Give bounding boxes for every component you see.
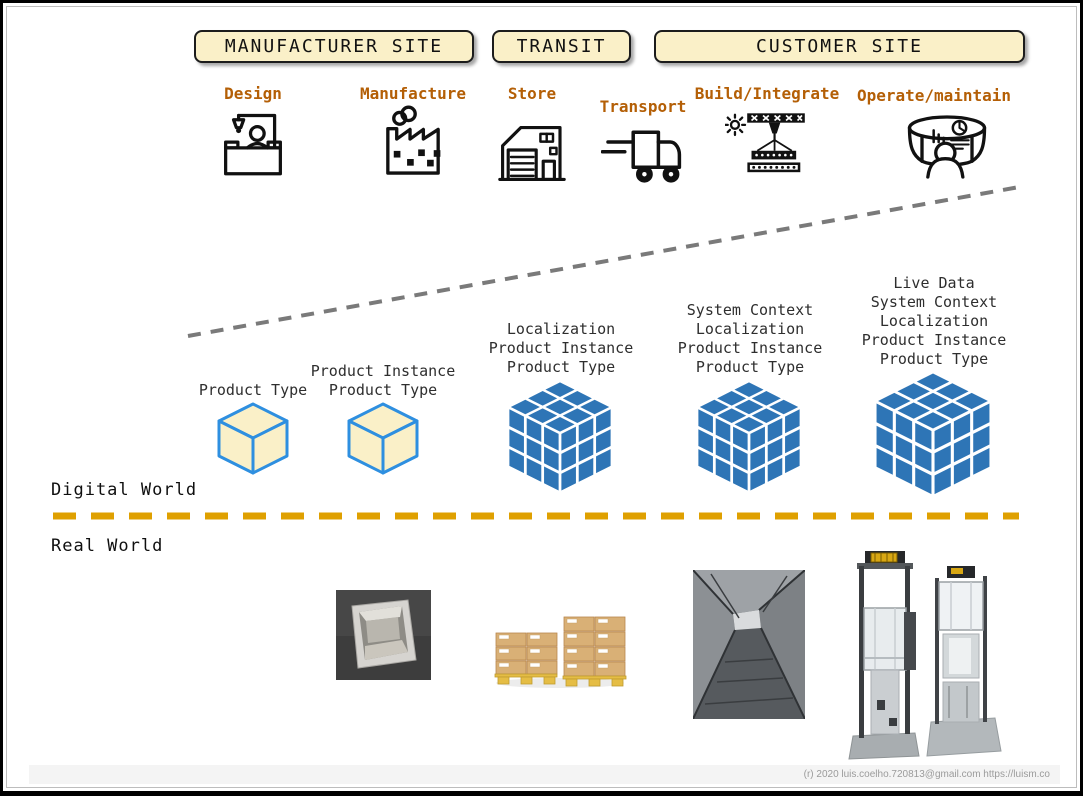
footer-credit: (r) 2020 luis.coelho.720813@gmail.com ht… (29, 765, 1060, 784)
cube-annotation-line: Product Instance (310, 362, 456, 380)
site-box-customer: CUSTOMER SITE (654, 30, 1025, 63)
cube-annotation-line: Localization (506, 320, 616, 338)
cube-annotation-line: Product Type (695, 358, 805, 376)
factory-icon (376, 105, 450, 183)
site-box-transit: TRANSIT (492, 30, 631, 63)
cube-annotation-line: Product Instance (488, 339, 634, 357)
stage-label-build-integrate: Build/Integrate (694, 84, 840, 103)
cube-annotation-line: Product Type (328, 381, 438, 399)
cube-annotation-line: System Context (870, 293, 998, 311)
real-world-label: Real World (51, 536, 164, 556)
design-workstation-icon (217, 106, 289, 188)
data-cube (873, 370, 993, 503)
cube-annotation: Product Type (123, 381, 383, 400)
site-box-manufacturer: MANUFACTURER SITE (194, 30, 474, 63)
pallet-boxes-photo (490, 595, 630, 690)
cube-annotation-line: Product Instance (677, 339, 823, 357)
data-cube (506, 379, 614, 499)
stage-label-transport: Transport (599, 97, 687, 116)
delivery-truck-icon (600, 125, 685, 191)
stage-label-operate-maintain: Operate/maintain (856, 86, 1012, 105)
cube-annotation-line: System Context (686, 301, 814, 319)
cube-annotation-line: Product Type (506, 358, 616, 376)
cube-annotation-line: Product Instance (861, 331, 1007, 349)
stage-label-store: Store (507, 84, 557, 103)
outline-cube (346, 401, 420, 480)
cube-annotation-line: Live Data (893, 274, 975, 292)
cube-annotation-line: Localization (695, 320, 805, 338)
control-room-icon (897, 105, 997, 193)
digital-world-label: Digital World (51, 480, 198, 500)
stage-label-manufacture: Manufacture (360, 84, 466, 103)
elevator-shaft-photo (692, 569, 806, 720)
outline-cube (216, 401, 290, 480)
warehouse-icon (497, 115, 567, 189)
cube-annotation-line: Localization (879, 312, 989, 330)
elevator-cabin-photo (336, 590, 431, 680)
cube-annotation-line: Product Type (198, 381, 308, 399)
crane-lift-icon (724, 109, 809, 185)
cube-annotation-line: Product Type (879, 350, 989, 368)
elevator-towers-photo (831, 550, 1007, 766)
stage-label-design: Design (224, 84, 282, 103)
data-cube (695, 379, 803, 499)
